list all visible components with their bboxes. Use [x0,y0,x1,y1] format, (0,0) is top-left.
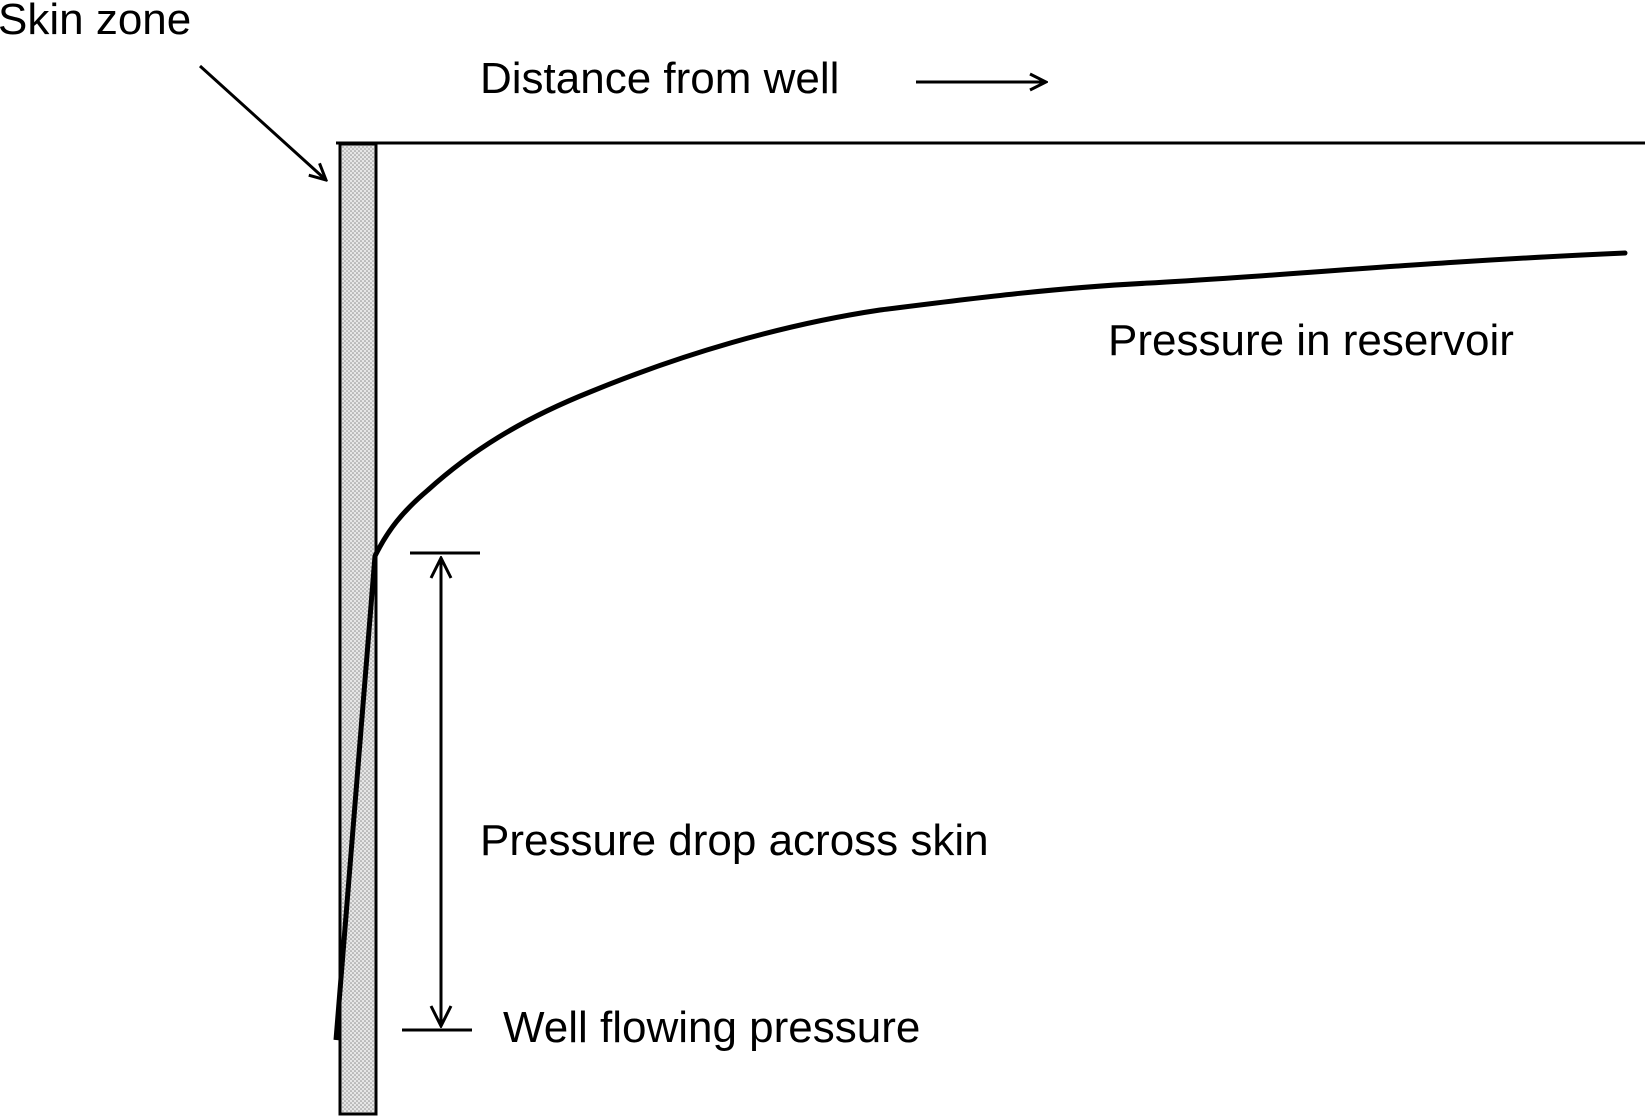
reservoir-pressure-curve [372,250,1628,559]
skin-zone-pointer-arrow [198,64,326,180]
pressure-drop-across-skin-label: Pressure drop across skin [480,816,989,865]
skin-zone-label: Skin zone [0,0,191,44]
well-flowing-pressure-label: Well flowing pressure [503,1003,920,1052]
distance-from-well-label: Distance from well [480,54,839,103]
pressure-in-reservoir-label: Pressure in reservoir [1108,316,1514,365]
skin-pressure-drop-line [333,555,378,1041]
